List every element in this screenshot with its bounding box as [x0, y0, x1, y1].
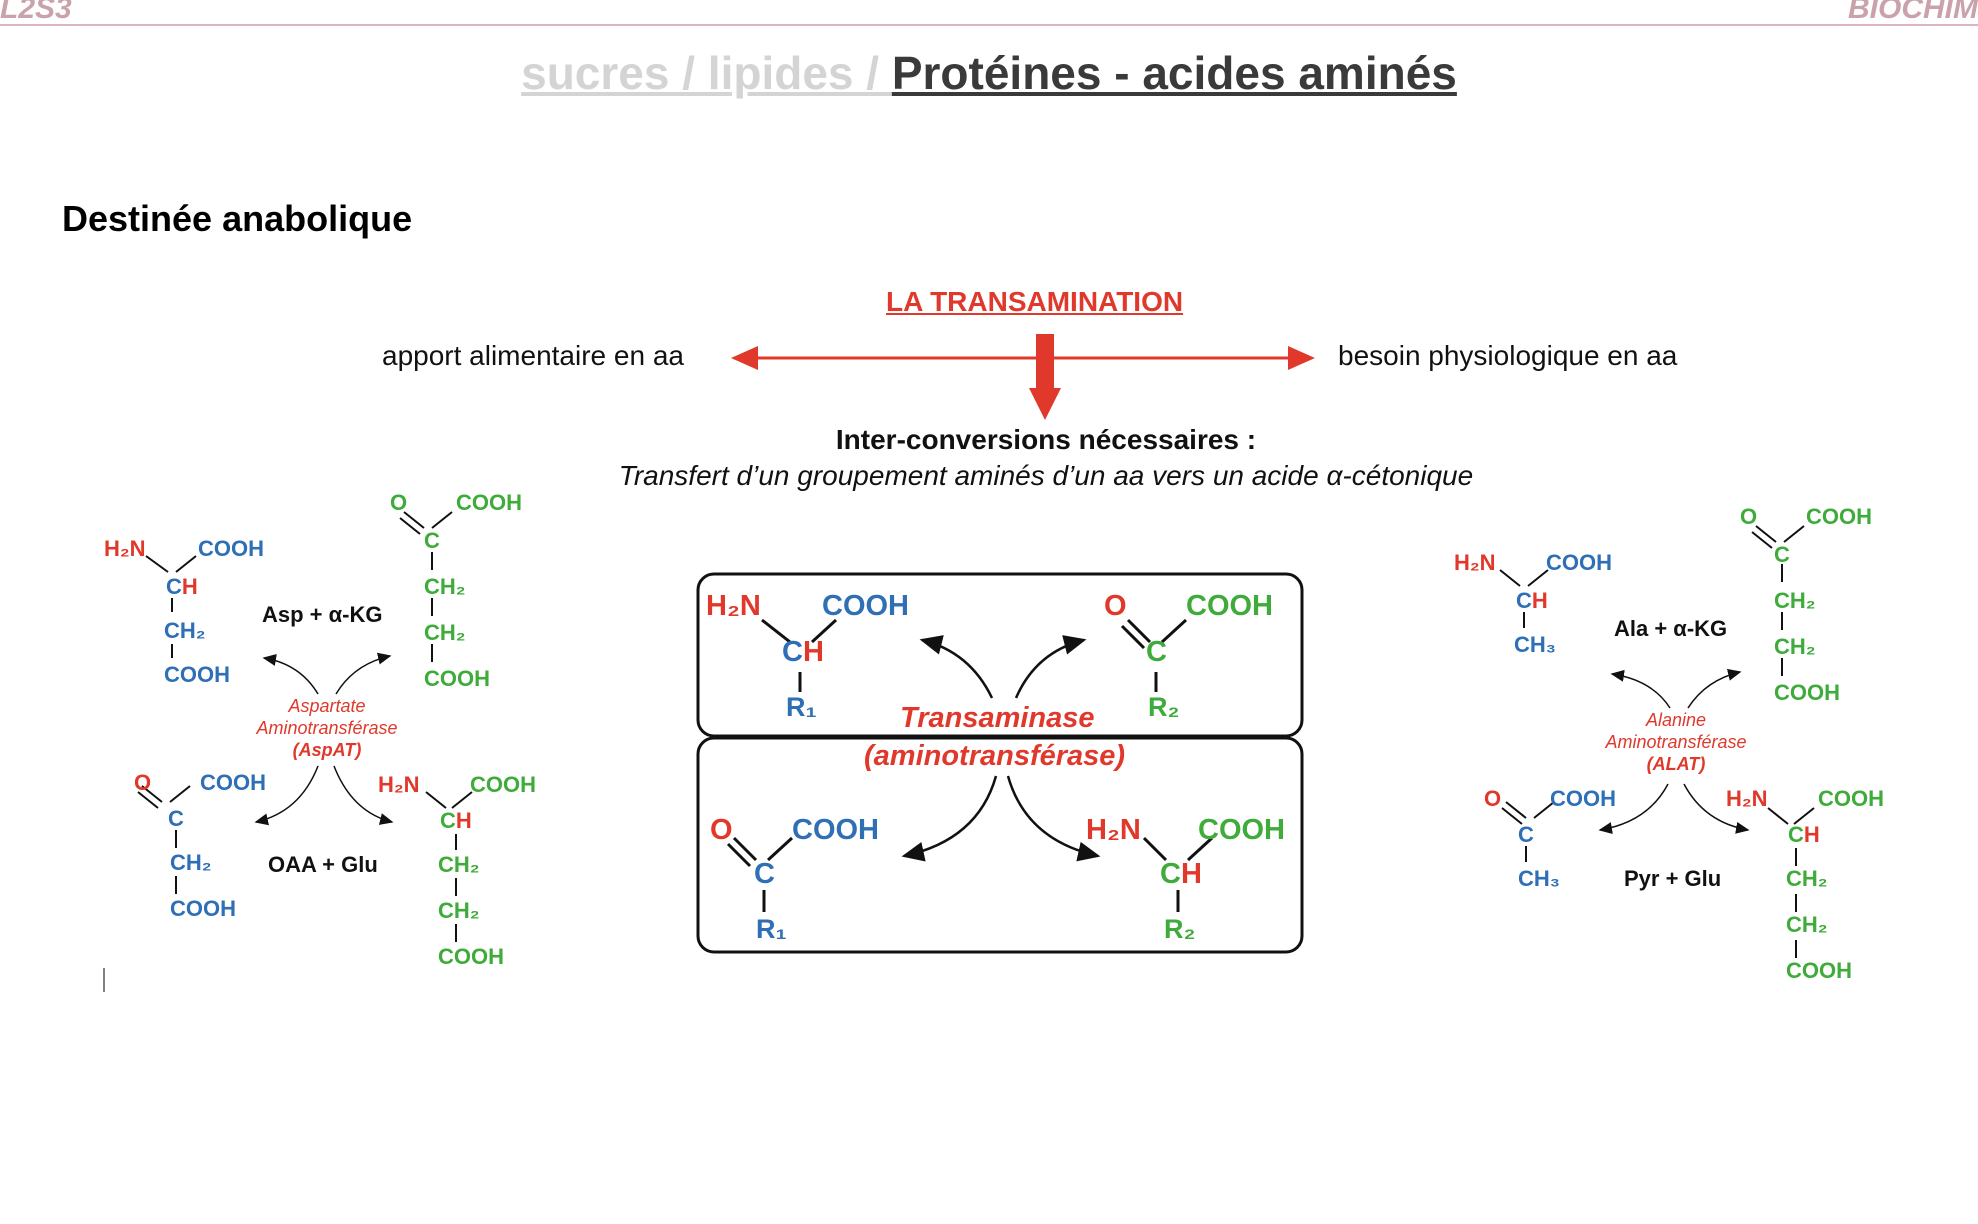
center-keto-cooh-bottom: COOH — [792, 814, 879, 846]
section-heading: Destinée anabolique — [62, 198, 413, 239]
left-arrow-label: apport alimentaire en aa — [382, 340, 684, 371]
alat-enzyme-l2: Aminotransférase — [1605, 732, 1747, 752]
aspat-enzyme-l2: Aminotransférase — [256, 718, 398, 738]
alat-enzyme-l1: Alanine — [1645, 710, 1707, 730]
ala-ch: CH — [1516, 588, 1548, 613]
akg-cooh: COOH — [456, 490, 522, 515]
akg-c: C — [424, 528, 440, 553]
center-box-top — [696, 572, 1304, 738]
akg2-cooh-bottom: COOH — [1774, 680, 1840, 705]
ala-h2n: H₂N — [1454, 550, 1496, 575]
akg2-ch2-2: CH₂ — [1774, 634, 1816, 659]
alat-bottom-pair: Pyr + Glu — [1624, 866, 1722, 891]
glu2-ch: CH — [1788, 822, 1820, 847]
center-amine-cooh: COOH — [822, 590, 909, 622]
header-divider — [0, 24, 1978, 26]
center-amine-ch: CH — [782, 636, 824, 668]
ala-cooh: COOH — [1546, 550, 1612, 575]
ala-ch3: CH₃ — [1514, 632, 1556, 657]
akg-o: O — [390, 490, 408, 515]
akg2-c: C — [1774, 542, 1790, 567]
enzyme-name: Transaminase — [900, 702, 1095, 734]
asp-ch: CH — [166, 574, 198, 599]
transamination-heading: LA TRANSAMINATION — [886, 286, 1184, 317]
glu2-cooh: COOH — [1818, 786, 1884, 811]
aspat-bottom-pair: OAA + Glu — [268, 852, 378, 877]
aspat-enzyme-l1: Aspartate — [288, 696, 366, 716]
transfer-label: Transfert d’un groupement aminés d’un aa… — [618, 460, 1474, 491]
glu-ch2-1: CH₂ — [438, 852, 480, 877]
akg-ch2-2: CH₂ — [424, 620, 466, 645]
center-keto-o-bottom: O — [710, 814, 733, 846]
interconversion-label: Inter-conversions nécessaires : — [835, 424, 1257, 455]
akg2-ch2-1: CH₂ — [1774, 588, 1816, 613]
center-keto-cooh: COOH — [1186, 590, 1273, 622]
asp-cooh-bottom: COOH — [164, 662, 230, 687]
enzyme-alt-name: (aminotransférase) — [864, 740, 1126, 772]
down-arrow — [1036, 334, 1054, 390]
pyr-ch3: CH₃ — [1518, 866, 1560, 891]
center-r1-top: R₁ — [786, 692, 817, 722]
akg2-o: O — [1740, 504, 1758, 529]
glu-cooh-bottom: COOH — [438, 944, 504, 969]
pyr-cooh: COOH — [1550, 786, 1616, 811]
glu-ch2-2: CH₂ — [438, 898, 480, 923]
asp-h2n: H₂N — [104, 536, 146, 561]
oaa-cooh-bottom: COOH — [170, 896, 236, 921]
right-arrow-label: besoin physiologique en aa — [1338, 340, 1678, 371]
aspat-enzyme-abbr: (AspAT) — [292, 740, 362, 760]
center-amine-h2n: H₂N — [706, 590, 761, 622]
akg-ch2-1: CH₂ — [424, 574, 466, 599]
oaa-c: C — [168, 806, 184, 831]
pyr-c: C — [1518, 822, 1534, 847]
alat-top-pair: Ala + α-KG — [1614, 616, 1728, 641]
center-box-bottom — [696, 736, 1304, 954]
glu-ch: CH — [440, 808, 472, 833]
oaa-o: O — [134, 770, 152, 795]
center-amine-cooh-bottom: COOH — [1198, 814, 1285, 846]
center-amine-ch-bottom: CH — [1160, 858, 1202, 890]
center-r1-bottom: R₁ — [756, 914, 787, 944]
center-r2-bottom: R₂ — [1164, 914, 1196, 944]
akg-cooh-bottom: COOH — [424, 666, 490, 691]
glu2-cooh-bottom: COOH — [1786, 958, 1852, 983]
center-keto-o: O — [1104, 590, 1127, 622]
center-r2-top: R₂ — [1148, 692, 1180, 722]
center-amine-h2n-bottom: H₂N — [1086, 814, 1141, 846]
asp-cooh: COOH — [198, 536, 264, 561]
glu2-ch2-2: CH₂ — [1786, 912, 1828, 937]
asp-ch2: CH₂ — [164, 618, 206, 643]
title-main: Protéines - acides aminés — [891, 47, 1457, 99]
course-tag: L2S3 — [0, 0, 72, 25]
glu2-ch2-1: CH₂ — [1786, 866, 1828, 891]
glu-cooh: COOH — [470, 772, 536, 797]
aspat-top-pair: Asp + α-KG — [262, 602, 383, 627]
center-keto-c-bottom: C — [754, 858, 775, 890]
akg2-cooh: COOH — [1806, 504, 1872, 529]
glu-h2n: H₂N — [378, 772, 420, 797]
pyr-o: O — [1484, 786, 1502, 811]
oaa-cooh: COOH — [200, 770, 266, 795]
center-keto-c: C — [1146, 636, 1167, 668]
page-title: sucres / lipides / Protéines - acides am… — [0, 46, 1978, 100]
oaa-ch2: CH₂ — [170, 850, 212, 875]
alat-enzyme-abbr: (ALAT) — [1646, 754, 1706, 774]
subject-tag: BIOCHIM — [1848, 0, 1978, 25]
title-faint: sucres / lipides / — [521, 47, 892, 99]
glu2-h2n: H₂N — [1726, 786, 1768, 811]
